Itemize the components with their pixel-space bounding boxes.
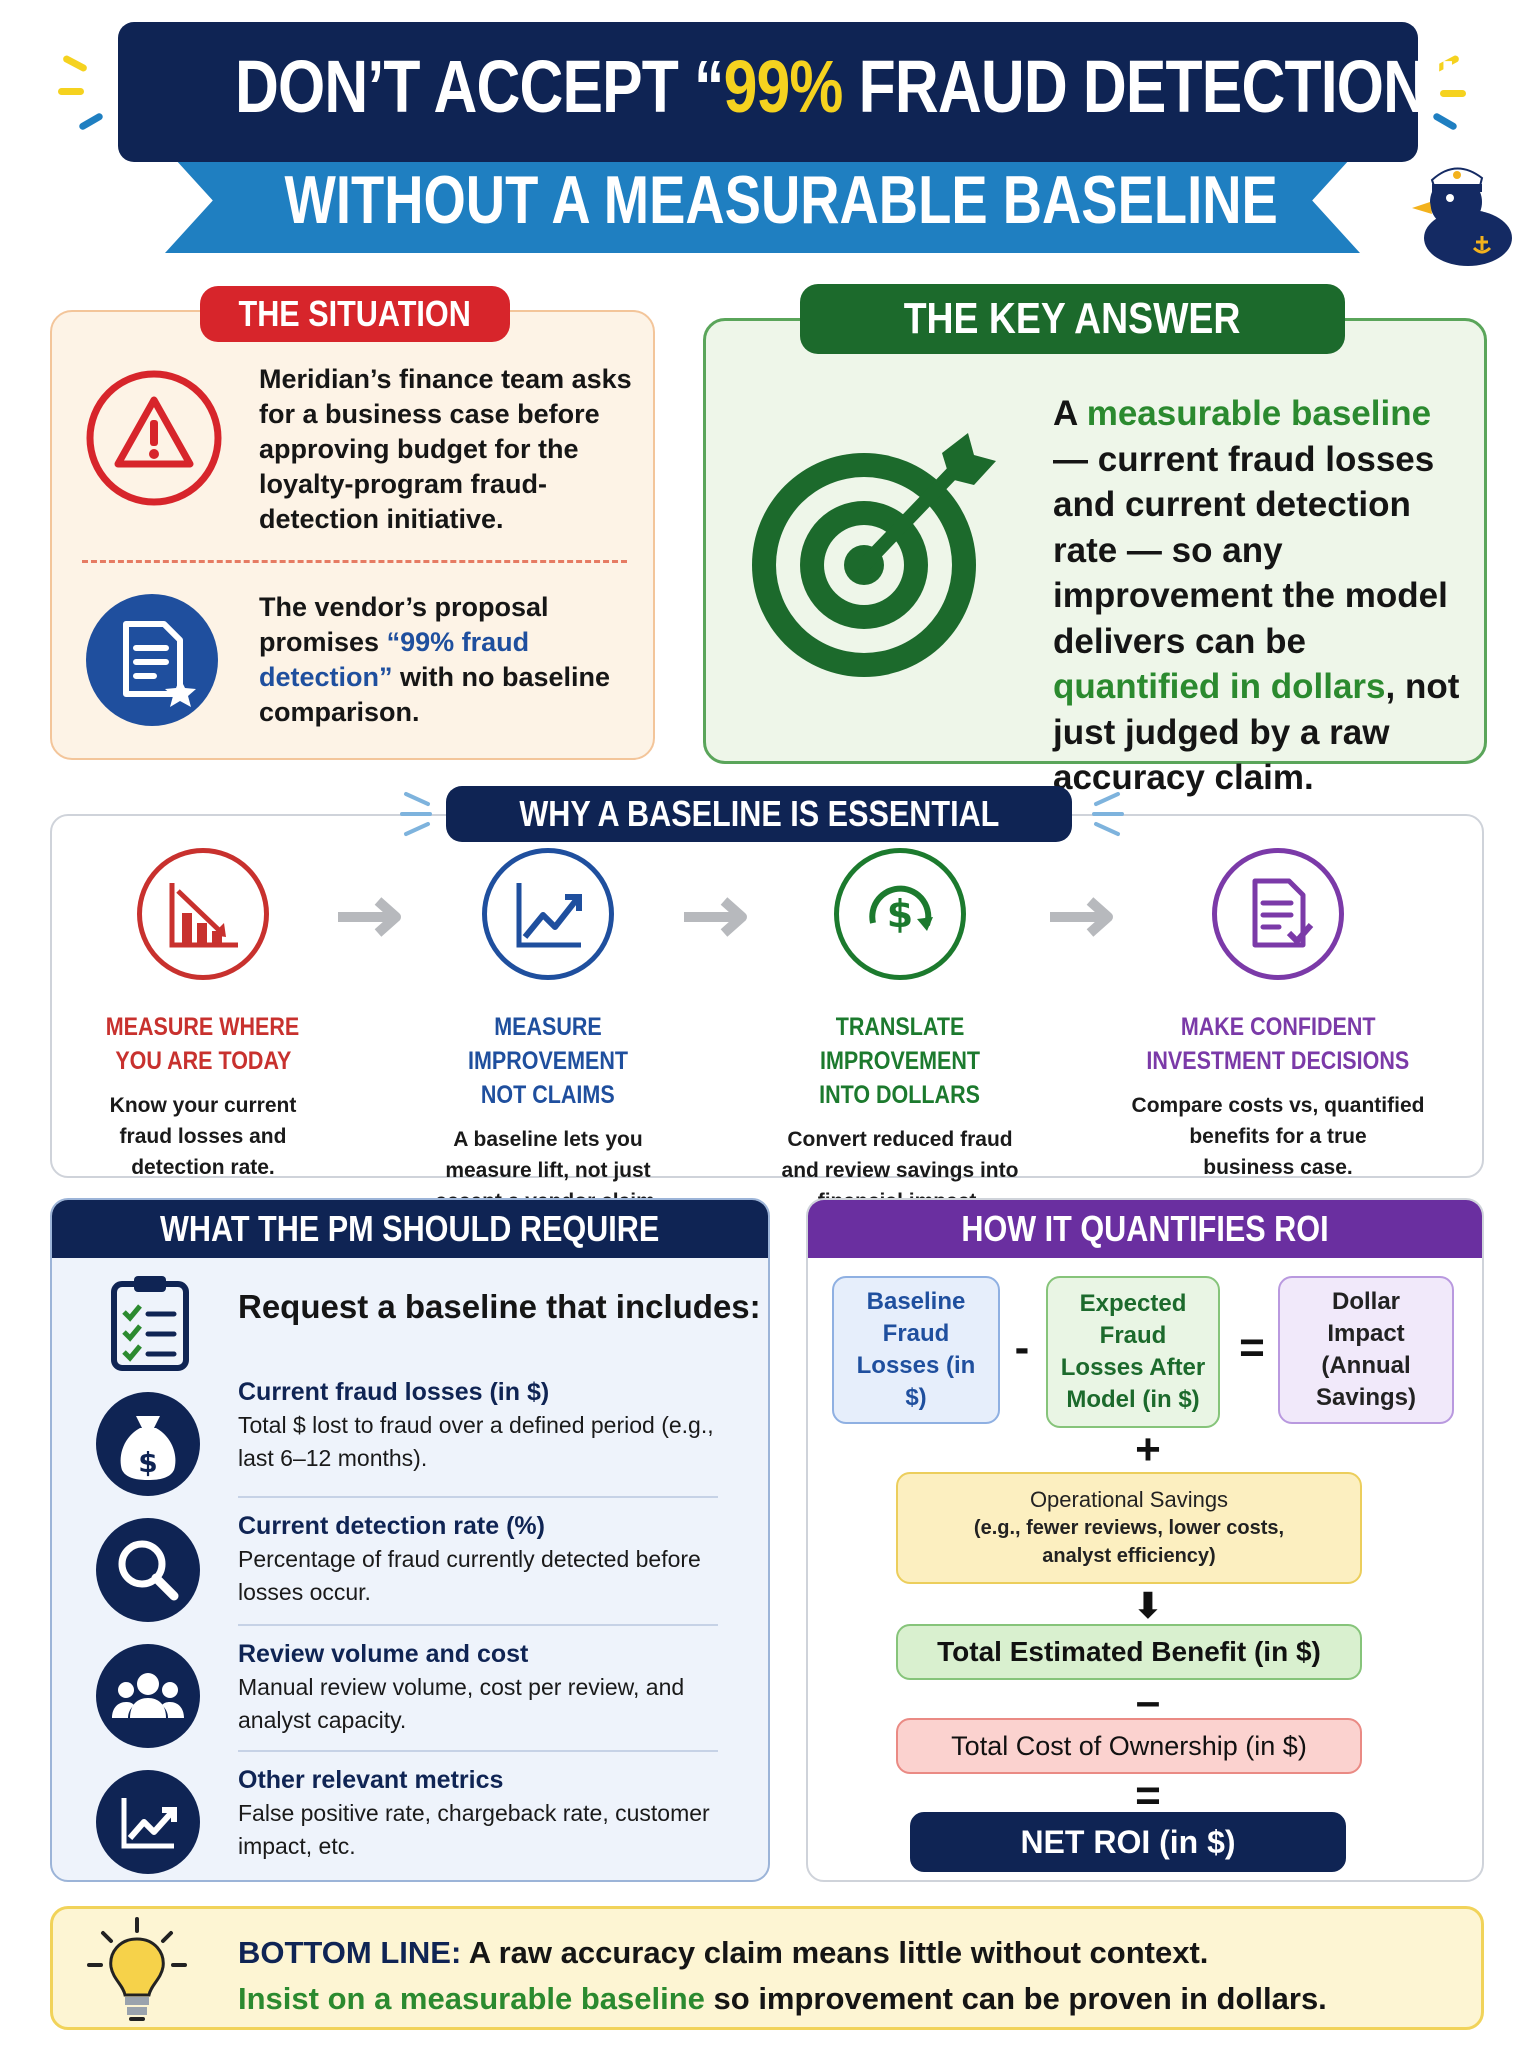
baseline-losses-box: Baseline Fraud Losses (in $) xyxy=(832,1276,1000,1424)
equals-operator: = xyxy=(1239,1323,1265,1372)
checklist-icon xyxy=(111,1276,189,1371)
requirement-title: Review volume and cost xyxy=(238,1640,529,1668)
operational-savings-box: Operational Savings (e.g., fewer reviews… xyxy=(896,1472,1362,1584)
step-confident-decisions: MAKE CONFIDENT INVESTMENT DECISIONS Compa… xyxy=(1118,848,1438,1183)
spark-decoration xyxy=(58,88,84,95)
step-title: YOU ARE TODAY xyxy=(114,1047,292,1075)
step-description: Compare costs vs, quantified xyxy=(1131,1094,1425,1117)
step-description: measure lift, not just xyxy=(445,1159,651,1182)
requirement-item: Current fraud losses (in $) Total $ lost… xyxy=(238,1376,738,1475)
people-group-icon xyxy=(96,1644,200,1748)
pm-requirements-label: WHAT THE PM SHOULD REQUIRE xyxy=(52,1200,768,1258)
pm-requirements-card: WHAT THE PM SHOULD REQUIRE Request a bas… xyxy=(50,1198,770,1882)
step-description: Know your current xyxy=(109,1094,297,1117)
proposal-document-icon xyxy=(86,594,218,726)
step-description: benefits for a true xyxy=(1189,1125,1367,1148)
bottom-line-recommendation: Insist on a measurable baseline so impro… xyxy=(238,1981,1327,2016)
minus-operator: - xyxy=(1014,1323,1030,1372)
step-description: detection rate. xyxy=(131,1156,275,1179)
requirement-description: Percentage of fraud currently detected b… xyxy=(238,1546,701,1605)
bottom-line-label: BOTTOM LINE: xyxy=(238,1935,462,1970)
arrow-right-icon xyxy=(1050,897,1113,937)
step-description: fraud losses and xyxy=(119,1125,287,1148)
step-measure-improvement: MEASURE IMPROVEMENT NOT CLAIMS A baseline… xyxy=(398,848,698,1217)
money-bag-icon: $ xyxy=(96,1392,200,1496)
operational-savings-title: Operational Savings xyxy=(1029,1487,1229,1512)
vendor-proposal-text: The vendor’s proposal promises “99% frau… xyxy=(259,592,611,727)
step-translate-dollars: $ TRANSLATE IMPROVEMENT INTO DOLLARS Conv… xyxy=(750,848,1050,1217)
operational-savings-description: (e.g., fewer reviews, lower costs, analy… xyxy=(973,1517,1285,1567)
line-chart-icon xyxy=(96,1770,200,1874)
situation-card: Meridian’s finance team asks for a busin… xyxy=(50,310,655,760)
page-subtitle: WITHOUT A MEASURABLE BASELINE xyxy=(284,162,1278,238)
net-roi-box: NET ROI (in $) xyxy=(910,1812,1346,1872)
roi-label: HOW IT QUANTIFIES ROI xyxy=(808,1200,1482,1258)
step-title: TRANSLATE IMPROVEMENT xyxy=(819,1013,981,1075)
step-title: MAKE CONFIDENT xyxy=(1180,1013,1376,1041)
total-cost-box: Total Cost of Ownership (in $) xyxy=(896,1718,1362,1774)
requirement-title: Other relevant metrics xyxy=(238,1766,504,1794)
requirement-description: Total $ lost to fraud over a defined per… xyxy=(238,1412,714,1471)
requirement-description: False positive rate, chargeback rate, cu… xyxy=(238,1800,710,1859)
arrow-right-icon xyxy=(684,897,747,937)
divider xyxy=(238,1624,718,1626)
bottom-line-card: BOTTOM LINE: A raw accuracy claim means … xyxy=(50,1906,1484,2030)
spark-decoration xyxy=(77,111,105,132)
why-baseline-label: WHY A BASELINE IS ESSENTIAL xyxy=(446,786,1072,842)
down-arrow-icon: ⬇ xyxy=(1132,1585,1164,1626)
step-description: Convert reduced fraud xyxy=(787,1128,1013,1151)
step-title: NOT CLAIMS xyxy=(481,1081,615,1109)
page-title: DON’T ACCEPT “99% FRAUD DETECTION” xyxy=(235,45,1456,128)
warning-icon xyxy=(86,370,222,506)
dollar-impact-box: Dollar Impact (Annual Savings) xyxy=(1278,1276,1454,1424)
request-heading: Request a baseline that includes: xyxy=(238,1288,761,1325)
step-title: MEASURE WHERE xyxy=(106,1013,300,1041)
step-title: INTO DOLLARS xyxy=(819,1081,981,1109)
requirement-title: Current detection rate (%) xyxy=(238,1512,545,1540)
equals-operator: = xyxy=(1135,1771,1161,1820)
divider xyxy=(82,560,627,563)
lightbulb-icon xyxy=(87,1917,187,2021)
step-description: and review savings into xyxy=(781,1159,1019,1182)
subtitle-banner: WITHOUT A MEASURABLE BASELINE xyxy=(165,148,1360,253)
step-measure-today: MEASURE WHERE YOU ARE TODAY Know your cur… xyxy=(53,848,353,1183)
svg-text:$: $ xyxy=(887,892,913,936)
bottom-line-statement: BOTTOM LINE: A raw accuracy claim means … xyxy=(238,1935,1209,1970)
situation-text: Meridian’s finance team asks for a busin… xyxy=(259,364,632,534)
step-title: INVESTMENT DECISIONS xyxy=(1146,1047,1410,1075)
target-icon xyxy=(752,433,996,677)
spark-decoration xyxy=(61,54,89,73)
requirement-description: Manual review volume, cost per review, a… xyxy=(238,1674,685,1733)
spark-decoration xyxy=(1092,792,1124,836)
captain-duck-icon xyxy=(1412,167,1512,266)
step-description: A baseline lets you xyxy=(453,1128,643,1151)
spark-decoration xyxy=(400,792,432,836)
expected-losses-box: Expected Fraud Losses After Model (in $) xyxy=(1046,1276,1220,1428)
key-answer-card: A measurable baseline — current fraud lo… xyxy=(703,318,1487,797)
step-description: business case. xyxy=(1203,1156,1353,1179)
plus-operator: + xyxy=(1135,1425,1161,1474)
situation-label: THE SITUATION xyxy=(200,286,510,342)
minus-operator: – xyxy=(1135,1677,1161,1726)
spark-decoration xyxy=(1440,90,1466,97)
magnifier-icon xyxy=(96,1518,200,1622)
requirement-item: Current detection rate (%) Percentage of… xyxy=(238,1510,738,1609)
svg-text:$: $ xyxy=(138,1446,157,1479)
document-check-icon xyxy=(1212,848,1344,980)
roi-card: HOW IT QUANTIFIES ROI Baseline Fraud Los… xyxy=(806,1198,1484,1882)
declining-chart-icon xyxy=(137,848,269,980)
key-answer-label: THE KEY ANSWER xyxy=(800,284,1345,354)
requirement-item: Other relevant metrics False positive ra… xyxy=(238,1764,738,1863)
divider xyxy=(238,1496,718,1498)
key-answer-text: A measurable baseline — current fraud lo… xyxy=(1053,394,1460,797)
trend-up-chart-icon xyxy=(482,848,614,980)
total-benefit-box: Total Estimated Benefit (in $) xyxy=(896,1624,1362,1680)
step-title: MEASURE IMPROVEMENT xyxy=(467,1013,629,1075)
arrow-right-icon xyxy=(338,897,401,937)
dollar-cycle-icon: $ xyxy=(834,848,966,980)
requirement-title: Current fraud losses (in $) xyxy=(238,1378,550,1406)
divider xyxy=(238,1750,718,1752)
requirement-item: Review volume and cost Manual review vol… xyxy=(238,1638,738,1737)
title-box: DON’T ACCEPT “99% FRAUD DETECTION” xyxy=(118,22,1456,162)
